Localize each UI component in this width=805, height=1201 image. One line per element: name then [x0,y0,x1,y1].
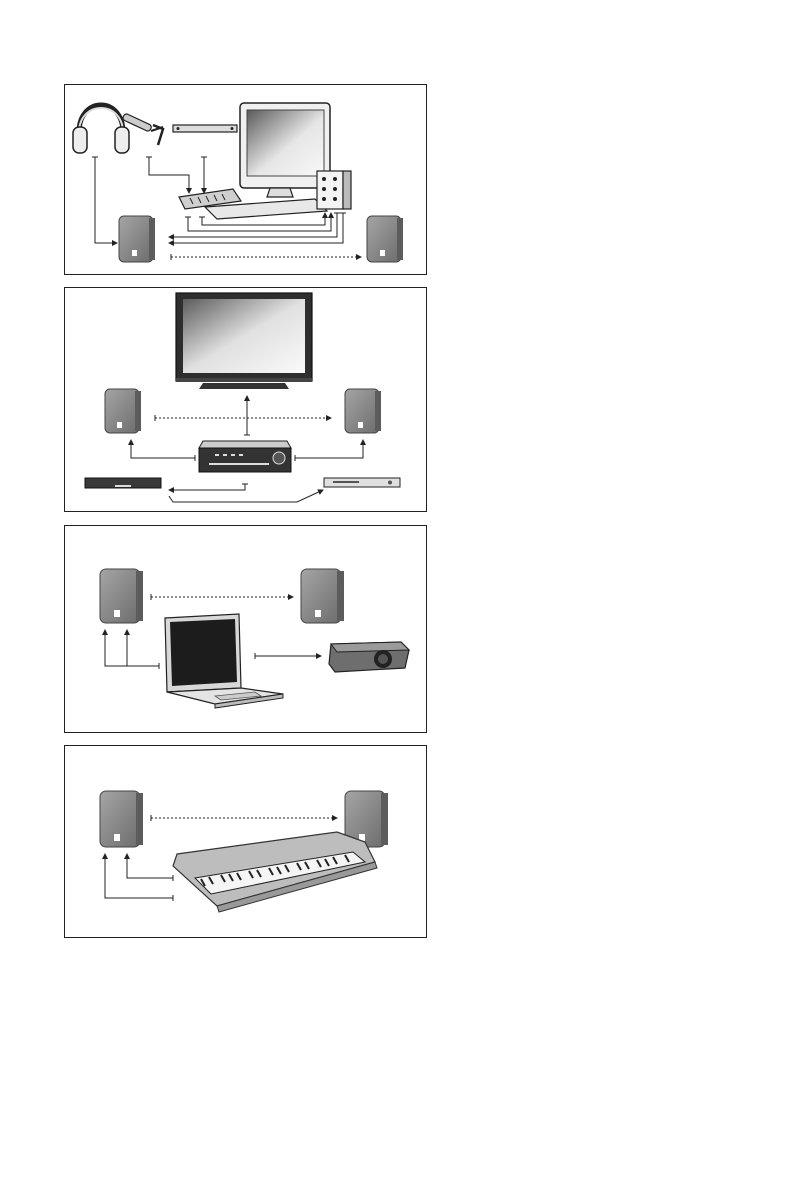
projector-icon [329,642,409,672]
speaker-right-icon [345,389,381,433]
keyboard-icon [173,832,377,912]
speaker-right-icon [367,216,403,262]
speaker-left-icon [100,791,143,847]
laptop-diagram [65,526,426,732]
speaker-left-icon [119,216,155,262]
panel-home-theater-setup [64,287,427,512]
speaker-left-icon [100,569,143,623]
speaker-left-icon [105,389,141,433]
tv-icon [176,293,312,389]
laptop-icon [165,614,283,708]
audio-interface-icon [317,171,351,209]
headphones-icon [73,105,129,153]
av-receiver-icon [199,441,291,472]
panel-laptop-presentation-setup [64,525,427,733]
keyboard-diagram [65,746,426,937]
panel-studio-setup [64,84,427,275]
dvd-player-icon [324,478,400,487]
panel-keyboard-setup [64,745,427,938]
rack-unit-icon [173,125,237,132]
set-top-box-icon [85,478,161,488]
studio-diagram [65,85,426,274]
home-theater-diagram [65,288,426,511]
speaker-right-icon [301,569,344,623]
